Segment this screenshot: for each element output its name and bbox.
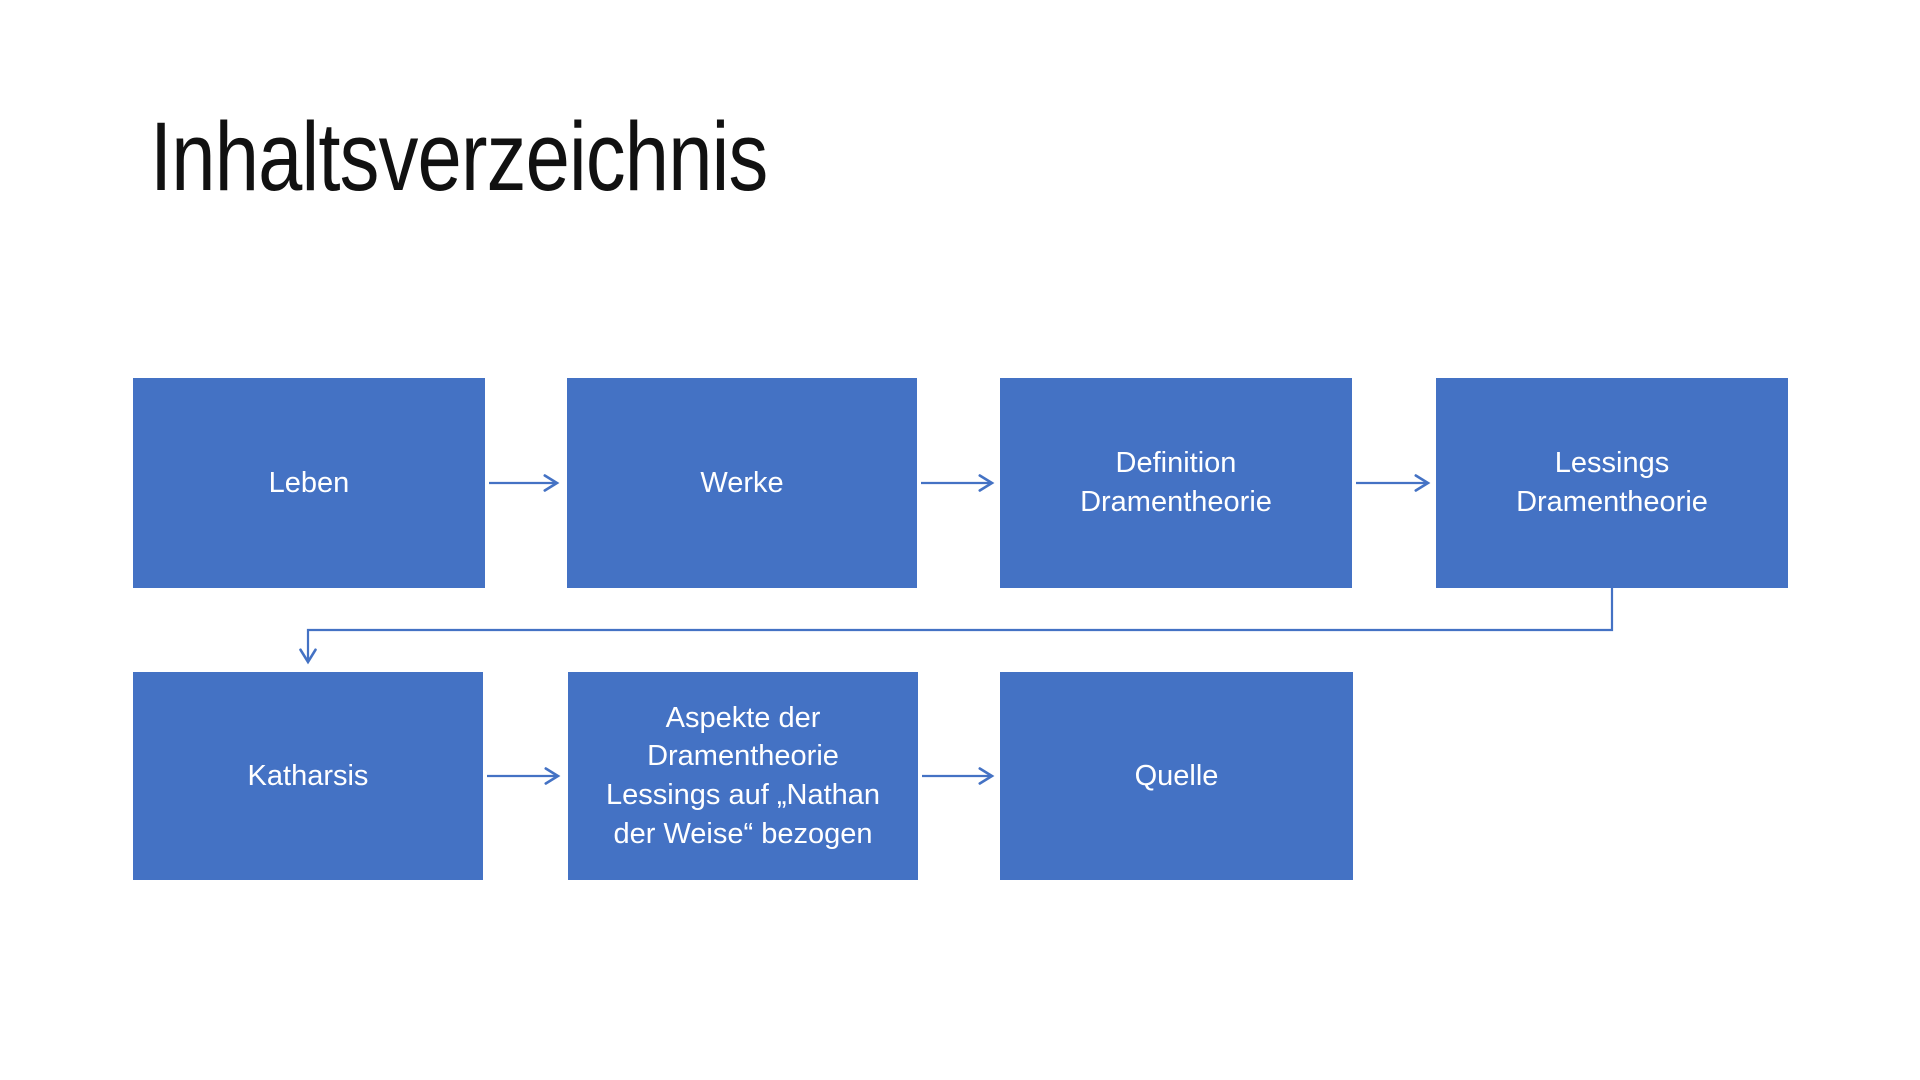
flow-box-label: Definition Dramentheorie (1080, 447, 1272, 518)
flow-box-label: Werke (700, 466, 784, 499)
flow-box-label: Leben (268, 466, 350, 499)
flow-box-label: Katharsis (247, 759, 369, 792)
slide-title: Inhaltsverzeichnis (150, 102, 768, 211)
connector-lessings-katharsis (299, 588, 1614, 665)
flow-box-quelle: Quelle (1000, 672, 1353, 880)
flow-box-label: Lessings Dramentheorie (1516, 447, 1708, 518)
flow-box-definition-dramentheorie: Definition Dramentheorie (1000, 378, 1352, 588)
flow-box-werke: Werke (567, 378, 917, 588)
flow-box-lessings-dramentheorie: Lessings Dramentheorie (1436, 378, 1788, 588)
flow-box-label: Quelle (1134, 759, 1219, 792)
flow-box-katharsis: Katharsis (133, 672, 483, 880)
flow-box-leben: Leben (133, 378, 485, 588)
flow-box-label: Aspekte der Dramentheorie Lessings auf „… (605, 701, 881, 850)
flow-box-aspekte-dramentheorie-nathan: Aspekte der Dramentheorie Lessings auf „… (568, 672, 918, 880)
